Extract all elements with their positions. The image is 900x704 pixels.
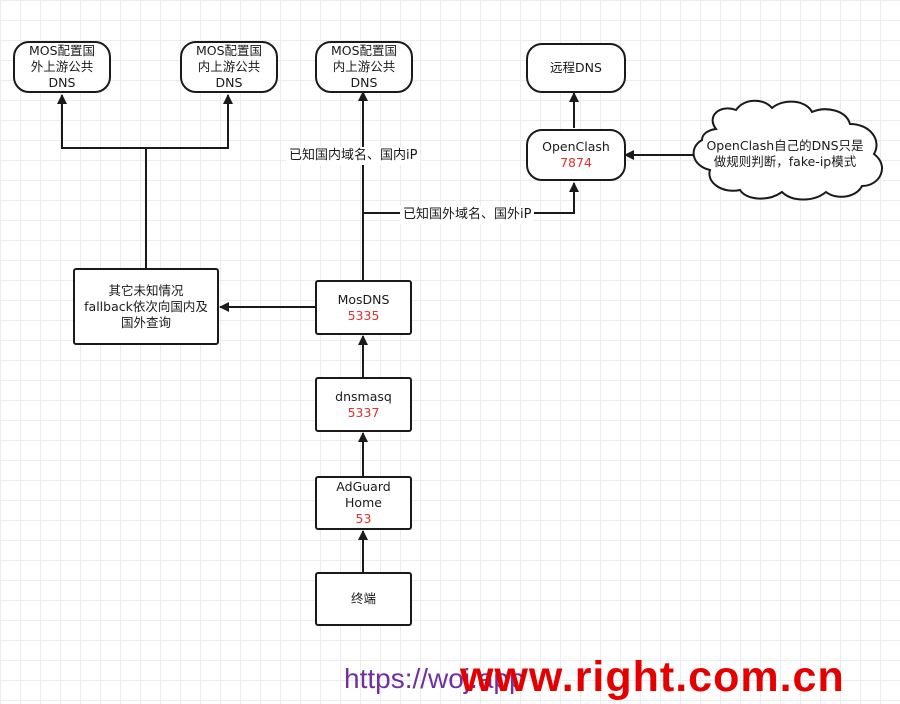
- remote-dns-label: 远程DNS: [550, 60, 602, 75]
- watermark-url: https://woj.app: [344, 663, 525, 694]
- adguard-line-2: Home: [345, 495, 382, 510]
- mos-domestic-upstream-node-1[interactable]: MOS配置国 内上游公共 DNS: [180, 41, 278, 93]
- fallback-line-3: 国外查询: [120, 314, 171, 330]
- dnsmasq-port: 5337: [347, 404, 380, 420]
- mos-foreign-upstream-node[interactable]: MOS配置国 外上游公共 DNS: [13, 41, 111, 93]
- cloud-note: OpenClash自己的DNS只是 做规则判断，fake-ip模式: [700, 138, 870, 170]
- openclash-label: OpenClash: [542, 139, 610, 154]
- openclash-port: 7874: [560, 155, 592, 170]
- mosdns-node[interactable]: MosDNS 5335: [315, 280, 412, 335]
- edge-fallback-to-mos-domestic: [146, 94, 233, 149]
- remote-dns-node[interactable]: 远程DNS: [526, 43, 626, 93]
- mos-domestic-2-line-1: MOS配置国: [330, 43, 398, 58]
- cloud-shape: [692, 99, 883, 201]
- edge-label-known-domestic: 已知国内域名、国内iP: [286, 147, 421, 165]
- mos-domestic-2-line-3: DNS: [350, 75, 378, 90]
- cloud-note-line-1: OpenClash自己的DNS只是: [706, 138, 864, 153]
- mos-domestic-2-line-2: 内上游公共: [332, 59, 396, 74]
- terminal-node[interactable]: 终端: [315, 572, 412, 626]
- mos-foreign-line-3: DNS: [48, 75, 76, 90]
- dnsmasq-label: dnsmasq: [335, 388, 392, 404]
- edge-fallback-to-mos-foreign: [57, 94, 146, 149]
- edge-label-known-foreign: 已知国外域名、国外iP: [400, 206, 535, 224]
- mos-foreign-line-1: MOS配置国: [28, 43, 96, 58]
- openclash-node[interactable]: OpenClash 7874: [526, 129, 626, 181]
- adguard-line-1: AdGuard: [336, 479, 391, 494]
- mosdns-label: MosDNS: [337, 291, 390, 307]
- fallback-node[interactable]: 其它未知情况 fallback依次向国内及 国外查询: [73, 268, 219, 345]
- mos-foreign-line-2: 外上游公共: [30, 59, 94, 74]
- dnsmasq-node[interactable]: dnsmasq 5337: [315, 377, 412, 432]
- mosdns-port: 5335: [347, 307, 380, 323]
- terminal-label: 终端: [350, 591, 376, 606]
- mos-domestic-1-line-2: 内上游公共: [197, 59, 261, 74]
- fallback-line-2: fallback依次向国内及: [84, 298, 208, 314]
- mos-domestic-1-line-3: DNS: [215, 75, 243, 90]
- cloud-note-line-2: 做规则判断，fake-ip模式: [713, 154, 857, 169]
- adguard-home-node[interactable]: AdGuard Home 53: [315, 476, 412, 530]
- adguard-port: 53: [355, 511, 372, 526]
- mos-domestic-upstream-node-2[interactable]: MOS配置国 内上游公共 DNS: [315, 41, 413, 93]
- watermark-site: www.right.com.cn: [460, 653, 845, 701]
- fallback-line-1: 其它未知情况: [108, 282, 184, 298]
- mos-domestic-1-line-1: MOS配置国: [195, 43, 263, 58]
